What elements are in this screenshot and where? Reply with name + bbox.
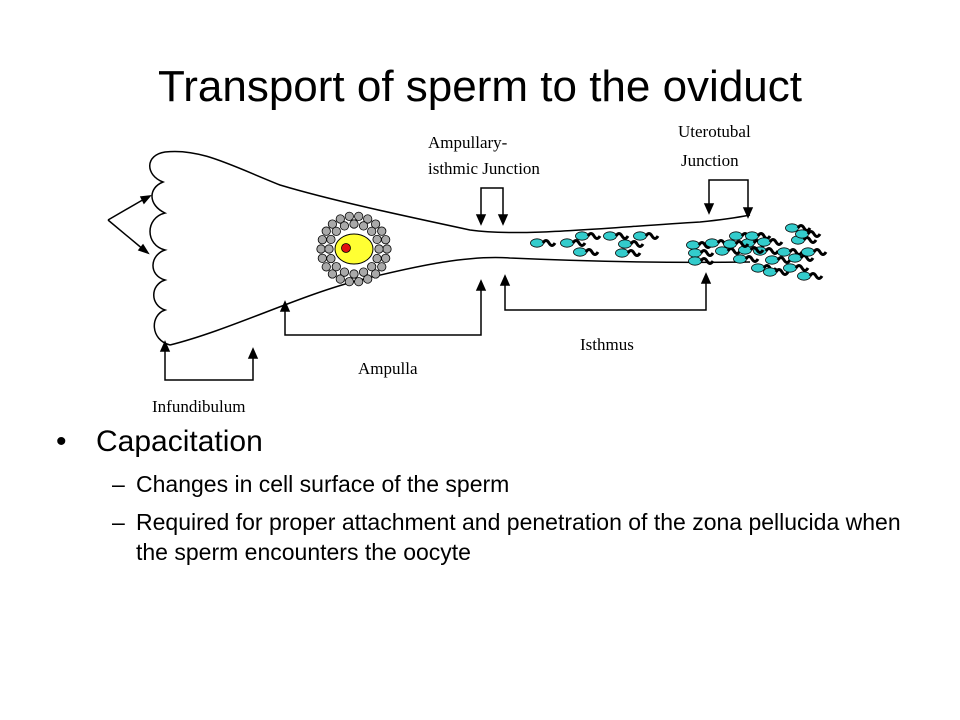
sperm-cell: [633, 231, 660, 241]
cumulus-cell: [326, 253, 336, 264]
cumulus-cell: [327, 269, 337, 279]
ampullary-isthmic-label-line2: isthmic Junction: [428, 159, 540, 178]
infundibulum-label: Infundibulum: [152, 397, 246, 416]
cumulus-cell: [377, 262, 387, 272]
cumulus-cell: [354, 211, 364, 221]
cumulus-cell: [377, 226, 387, 236]
cumulus-cell: [358, 267, 369, 277]
cumulus-cell: [321, 262, 331, 272]
sperm-cell: [788, 253, 815, 263]
cumulus-cell: [363, 274, 373, 284]
oviduct-upper-wall: [149, 150, 751, 346]
ampullary-isthmic-label-line1: Ampullary-: [428, 133, 508, 152]
infundibulum-bracket: [159, 340, 259, 381]
cumulus-cell: [335, 214, 345, 224]
sperm-cell: [801, 247, 828, 257]
cumulus-cell: [374, 244, 384, 254]
uterotubal-bracket: [703, 179, 754, 219]
sperm-cell: [763, 267, 790, 277]
sperm-cell: [733, 254, 760, 264]
sperm-cell: [615, 248, 642, 258]
cumulus-cell: [349, 219, 359, 229]
bullet-main-text: Capacitation: [96, 425, 263, 458]
cumulus-cell: [349, 269, 359, 279]
sub-bullet-dash: –: [112, 509, 125, 535]
sperm-cell: [530, 238, 557, 248]
sperm-cell: [715, 246, 742, 256]
sperm-cell: [618, 239, 645, 249]
cumulus-cell: [324, 244, 334, 254]
cumulus-cell: [354, 277, 364, 287]
uterotubal-label-line1: Uterotubal: [678, 122, 751, 141]
cumulus-cell: [381, 235, 391, 245]
cumulus-cell: [372, 234, 382, 245]
cumulus-cell: [316, 244, 326, 254]
sperm-cell: [560, 238, 587, 248]
cumulus-cell: [363, 214, 373, 224]
cumulus-cell: [335, 274, 345, 284]
ampullary-isthmic-bracket: [475, 187, 509, 226]
cumulus-cell: [381, 253, 391, 263]
sperm-cell: [783, 263, 810, 273]
sperm-cell: [738, 245, 765, 255]
sperm-cell: [688, 248, 715, 258]
oocyte-nucleus: [341, 243, 351, 253]
cumulus-cell: [358, 221, 369, 231]
sub-bullet-1-text: Changes in cell surface of the sperm: [136, 471, 510, 497]
cumulus-cell: [372, 253, 382, 264]
uterotubal-label-line2: Junction: [681, 151, 739, 170]
oviduct-lower-wall: [169, 256, 751, 346]
ampulla-label: Ampulla: [358, 359, 418, 378]
cumulus-cell: [371, 219, 381, 229]
bullet-list: • Capacitation – Changes in cell surface…: [56, 425, 936, 575]
sperm-cell: [603, 231, 630, 241]
sperm-cell: [795, 229, 822, 239]
cumulus-cell: [321, 226, 331, 236]
sub-bullet-2: – Required for proper attachment and pen…: [56, 507, 936, 567]
ampulla-bracket: [279, 279, 487, 336]
isthmus-bracket: [499, 272, 712, 311]
oviduct-diagram: Ampullary- isthmic Junction Uterotubal J…: [107, 122, 828, 416]
cumulus-cell: [331, 262, 341, 272]
oocyte: [316, 211, 392, 287]
bullet-capacitation: • Capacitation: [56, 425, 936, 459]
sperm-cell: [745, 231, 772, 241]
sperm-cell: [797, 271, 824, 281]
isthmus-label: Isthmus: [580, 335, 634, 354]
sub-bullet-1: – Changes in cell surface of the sperm: [56, 469, 936, 499]
cumulus-cell: [327, 219, 337, 229]
sperm-cell: [575, 231, 602, 241]
cumulus-cell: [317, 235, 327, 245]
cumulus-cell: [367, 262, 377, 272]
fimbria-arrows: [107, 195, 152, 255]
cumulus-cell: [367, 226, 377, 236]
sperm-cell: [573, 247, 600, 257]
sub-bullet-2-text: Required for proper attachment and penet…: [136, 509, 901, 565]
sperm-cell: [765, 255, 792, 265]
cumulus-cell: [382, 244, 392, 254]
sperm-cell: [777, 247, 804, 257]
cumulus-cell: [317, 253, 327, 263]
slide-title: Transport of sperm to the oviduct: [158, 62, 802, 111]
cumulus-cell: [344, 211, 354, 221]
sperm-cell: [757, 237, 784, 247]
cumulus-cell: [339, 221, 350, 231]
sperm-cell: [688, 256, 715, 266]
cumulus-cell: [344, 277, 354, 287]
bullet-dot: •: [56, 425, 67, 458]
cumulus-cell: [371, 269, 381, 279]
cumulus-cell: [326, 234, 336, 245]
sperm-cell: [723, 239, 750, 249]
cumulus-cell: [331, 226, 341, 236]
oocyte-cytoplasm: [334, 233, 374, 265]
sperm-cluster: [530, 223, 828, 281]
cumulus-cell: [339, 267, 350, 277]
sperm-cell: [785, 223, 812, 233]
sub-bullet-dash: –: [112, 471, 125, 497]
